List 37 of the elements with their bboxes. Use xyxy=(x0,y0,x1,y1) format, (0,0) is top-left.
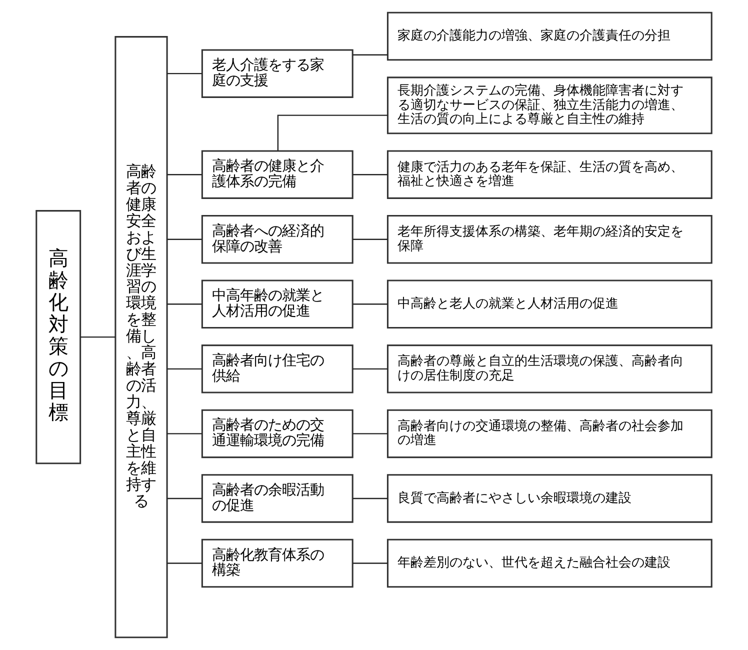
connector xyxy=(167,238,202,240)
connector xyxy=(352,304,388,305)
node-box: 高齢者向けの交通環境の整備、高齢者の社会参加の増進 xyxy=(386,409,712,458)
connector xyxy=(80,336,116,338)
node-box: 高齢者の余暇活動の促進 xyxy=(201,474,354,523)
node-box: 高齢者の健康安全および生涯学習の環境を整備し、高齢者の活力、尊厳と自主性を維持する xyxy=(114,36,168,638)
node-box: 老年所得支援体系の構築、老年期の経済的安定を保障 xyxy=(386,215,712,264)
node-box: 家庭の介護能力の増強、家庭の介護責任の分担 xyxy=(386,12,712,61)
connector xyxy=(167,562,202,564)
connector xyxy=(167,174,202,176)
connector xyxy=(167,304,202,305)
node-box: 高齢者向け住宅の供給 xyxy=(201,344,354,394)
node-box: 良質で高齢者にやさしい余暇環境の建設 xyxy=(386,474,712,523)
connector xyxy=(352,498,388,500)
connector xyxy=(167,498,202,500)
node-box: 長期介護システムの完備、身体機能障害者に対する適切なサービスの保証、独立生活能力の増進、生活の質の向上による尊厳と自主性の維持 xyxy=(386,76,712,134)
connector xyxy=(352,238,388,240)
connector xyxy=(167,368,202,370)
node-box: 高齢者への経済的保障の改善 xyxy=(201,215,354,264)
node-box: 老人介護をする家庭の支援 xyxy=(201,49,354,98)
connector xyxy=(277,114,388,151)
connector xyxy=(167,72,202,74)
connector xyxy=(352,174,388,176)
node-box: 高齢化対策の目標 xyxy=(36,210,82,464)
connector xyxy=(352,562,388,564)
node-box: 中高齢と老人の就業と人材活用の促進 xyxy=(386,280,712,329)
node-box: 高齢化教育体系の構築 xyxy=(201,538,354,588)
node-box: 健康で活力のある老年を保証、生活の質を高め、福祉と快適さを増進 xyxy=(386,150,712,199)
connector xyxy=(352,54,388,56)
connector xyxy=(352,433,388,434)
node-box: 高齢者の尊厳と自立的生活環境の保護、高齢者向けの居住制度の充足 xyxy=(386,344,712,394)
connector xyxy=(167,433,202,434)
node-box: 年齢差別のない、世代を超えた融合社会の建設 xyxy=(386,538,712,588)
node-box: 高齢者の健康と介護体系の完備 xyxy=(201,150,354,199)
connector xyxy=(352,368,388,370)
node-box: 中高年齢の就業と人材活用の促進 xyxy=(201,280,354,329)
node-box: 高齢者のための交通運輸環境の完備 xyxy=(201,409,354,458)
